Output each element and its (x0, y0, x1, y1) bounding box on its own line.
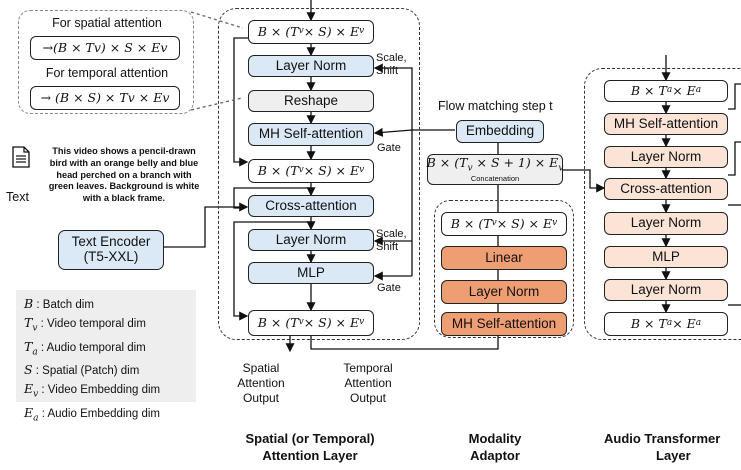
spatial-reshape-formula: →(B × Tv) × S × Ev (30, 36, 180, 60)
audio-transformer-title: Audio Transformer Layer (604, 431, 721, 463)
symbol-row: Ta : Audio temporal dim (24, 338, 146, 358)
text-encoder-model: (T5-XXL) (83, 249, 139, 264)
adaptor-layer-norm: Layer Norm (441, 280, 567, 304)
video-layer-title: Spatial (or Temporal) Attention Layer (245, 431, 375, 463)
timestep-embedding: Embedding (456, 120, 544, 143)
video-mlp: MLP (248, 262, 374, 284)
audio-layer-norm-3: Layer Norm (604, 279, 728, 301)
scale-shift-label-1: Scale, Shift (376, 52, 407, 78)
spatial-attention-output-label: Spatial Attention Output (237, 361, 285, 405)
spatial-attention-title: For spatial attention (52, 16, 162, 30)
gate-label-2: Gate (377, 282, 401, 294)
document-icon (12, 146, 30, 168)
audio-transformer-layer-frame (584, 68, 741, 340)
audio-mh-self-attention: MH Self-attention (604, 113, 728, 135)
text-prompt-caption: This video shows a pencil-drawn bird wit… (48, 146, 200, 204)
adaptor-mh-self-attention: MH Self-attention (441, 312, 567, 336)
symbol-legend-list: B : Batch dim Tv : Video temporal dim Ta… (24, 295, 160, 427)
symbol-row: B : Batch dim (24, 296, 94, 311)
temporal-attention-output-label: Temporal Attention Output (343, 361, 393, 405)
modality-adaptor-frame (434, 200, 574, 338)
symbol-legend (16, 290, 196, 402)
video-mh-self-attention: MH Self-attention (248, 123, 374, 146)
gate-label-1: Gate (377, 142, 401, 154)
concatenation-box: B × (Tv × S + 1) × Ev Concatenation (426, 154, 564, 185)
video-layer-norm-2: Layer Norm (248, 229, 374, 251)
temporal-attention-title: For temporal attention (45, 66, 169, 80)
video-layer-norm-1: Layer Norm (248, 55, 374, 77)
audio-layer-norm-1: Layer Norm (604, 146, 728, 168)
symbol-row: S : Spatial (Patch) dim (24, 362, 140, 377)
audio-mlp: MLP (604, 246, 728, 268)
symbol-row: Ea : Audio Embedding dim (24, 404, 160, 424)
video-cross-attention: Cross-attention (248, 195, 374, 217)
concatenation-label: Concatenation (470, 174, 520, 184)
temporal-reshape-formula: → (B × S) × Tv × Ev (30, 86, 180, 110)
text-encoder-box: Text Encoder (T5-XXL) (58, 230, 164, 270)
symbol-row: Tv : Video temporal dim (24, 315, 146, 334)
audio-layer-norm-2: Layer Norm (604, 212, 728, 235)
modality-adaptor-title: Modality Adaptor (468, 431, 522, 463)
text-encoder-title: Text Encoder (71, 234, 151, 250)
attention-reshape-legend (18, 10, 194, 114)
video-reshape: Reshape (248, 90, 374, 112)
video-attention-layer-frame (218, 8, 420, 340)
text-input-label: Text (6, 190, 29, 204)
scale-shift-label-2: Scale, Shift (376, 228, 407, 254)
adaptor-linear: Linear (441, 246, 567, 270)
audio-cross-attention: Cross-attention (604, 178, 728, 200)
symbol-row: Ev : Video Embedding dim (24, 381, 161, 400)
flow-matching-step-label: Flow matching step t (438, 99, 553, 113)
